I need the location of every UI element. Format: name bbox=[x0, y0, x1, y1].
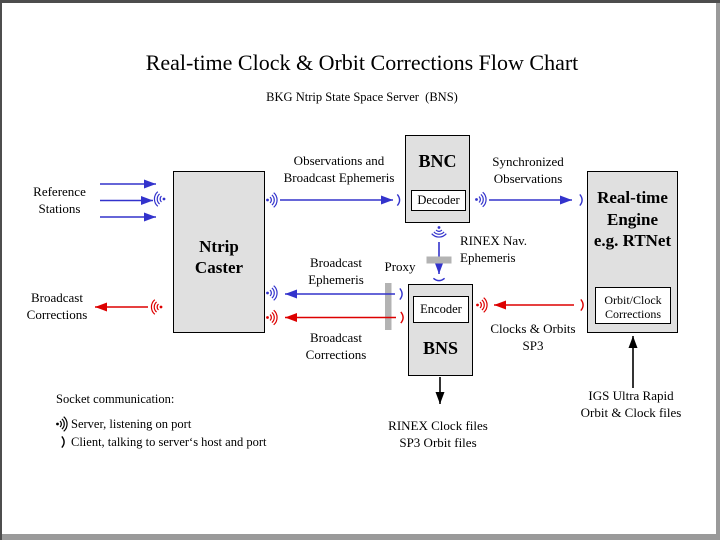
client-socket-icon bbox=[400, 311, 404, 324]
slide-title: Real-time Clock & Orbit Corrections Flow… bbox=[145, 50, 579, 75]
label-line: Ephemeris bbox=[460, 250, 516, 265]
client-socket-icon bbox=[580, 298, 584, 312]
server-socket-icon bbox=[265, 285, 278, 301]
broadcast-corrections-mid-label: Broadcast Corrections bbox=[306, 329, 367, 363]
label-line: Real-time bbox=[597, 188, 668, 207]
proxy-bar-vertical bbox=[385, 283, 392, 330]
rinex-nav-ephemeris-label: RINEX Nav. Ephemeris bbox=[460, 232, 527, 266]
bns-title: BNS bbox=[422, 338, 458, 358]
observations-broadcast-ephemeris-label: Observations and Broadcast Ephemeris bbox=[284, 152, 395, 186]
server-socket-icon bbox=[153, 191, 166, 207]
broadcast-ephemeris-label: Broadcast Ephemeris bbox=[308, 254, 364, 288]
server-socket-icon bbox=[265, 309, 278, 326]
ntrip-caster-title: Ntrip Caster bbox=[174, 172, 264, 278]
slide-subtitle: BKG Ntrip State Space Server (BNS) bbox=[266, 90, 458, 104]
label-line: Orbit/Clock bbox=[604, 293, 662, 307]
label-line: Clocks & Orbits bbox=[490, 321, 576, 336]
label-line: Orbit & Clock files bbox=[580, 405, 682, 420]
rt-engine-box: Real-time Engine e.g. RTNet Orbit/Clock … bbox=[587, 171, 678, 333]
legend-client-label: Client, talking to server‘s host and por… bbox=[71, 435, 267, 449]
client-socket-icon bbox=[396, 193, 401, 207]
rinex-clock-files-label: RINEX Clock files SP3 Orbit files bbox=[388, 417, 488, 451]
orbit-clock-corrections-box: Orbit/Clock Corrections bbox=[595, 287, 671, 324]
legend-client-socket-icon bbox=[61, 435, 65, 449]
legend-server-socket-icon bbox=[55, 416, 68, 432]
server-socket-icon bbox=[475, 297, 488, 313]
client-socket-icon bbox=[432, 277, 446, 282]
ntrip-caster-box: Ntrip Caster bbox=[173, 171, 265, 333]
label-line: e.g. RTNet bbox=[593, 231, 672, 250]
label-line: Stations bbox=[38, 201, 81, 216]
encoder-box: Encoder bbox=[413, 296, 469, 323]
label-line: Engine bbox=[606, 209, 659, 229]
clocks-orbits-sp3-label: Clocks & Orbits SP3 bbox=[490, 320, 575, 354]
label-line: Observations bbox=[493, 171, 563, 186]
rt-engine-title: Real-time Engine e.g. RTNet bbox=[588, 172, 677, 252]
label-line: Broadcast Ephemeris bbox=[283, 170, 395, 185]
bnc-title: BNC bbox=[418, 151, 457, 171]
label-line: Corrections bbox=[605, 306, 661, 321]
label-line: Reference bbox=[33, 184, 86, 199]
label-line: SP3 bbox=[522, 338, 544, 353]
broadcast-corrections-left-label: Broadcast Corrections bbox=[27, 289, 88, 323]
synchronized-observations-label: Synchronized Observations bbox=[492, 153, 563, 187]
label-line: Broadcast bbox=[31, 290, 83, 305]
bnc-box: BNC Decoder bbox=[405, 135, 470, 223]
legend-server-label: Server, listening on port bbox=[71, 417, 192, 431]
label-line: Observations and bbox=[293, 153, 385, 168]
label-line: IGS Ultra Rapid bbox=[588, 388, 674, 403]
decoder-box: Decoder bbox=[411, 190, 466, 211]
proxy-bar-horizontal bbox=[426, 256, 452, 264]
label-line: Corrections bbox=[26, 307, 88, 322]
igs-ultra-rapid-label: IGS Ultra Rapid Orbit & Clock files bbox=[581, 387, 682, 421]
bns-box: Encoder BNS bbox=[408, 284, 473, 376]
label-line: Caster bbox=[194, 258, 244, 277]
legend-title: Socket communication: bbox=[56, 392, 175, 406]
label-line: SP3 Orbit files bbox=[399, 435, 477, 450]
label-line: Broadcast bbox=[310, 330, 362, 345]
label-line: Broadcast bbox=[310, 255, 362, 270]
server-socket-icon bbox=[265, 192, 278, 208]
client-socket-icon bbox=[399, 287, 403, 301]
label-line: RINEX Nav. bbox=[460, 233, 528, 248]
label-line: Proxy bbox=[384, 259, 416, 274]
reference-stations-label: Reference Stations bbox=[33, 183, 86, 217]
server-socket-icon bbox=[150, 299, 163, 315]
label-line: Ephemeris bbox=[308, 272, 364, 287]
label-line: Corrections bbox=[305, 347, 367, 362]
label-line: Ntrip bbox=[199, 237, 239, 256]
server-socket-icon bbox=[474, 191, 487, 208]
client-socket-icon bbox=[579, 193, 583, 207]
proxy-label: Proxy bbox=[384, 258, 415, 275]
server-socket-icon bbox=[431, 225, 447, 238]
label-line: RINEX Clock files bbox=[388, 418, 488, 433]
label-line: Synchronized bbox=[492, 154, 564, 169]
